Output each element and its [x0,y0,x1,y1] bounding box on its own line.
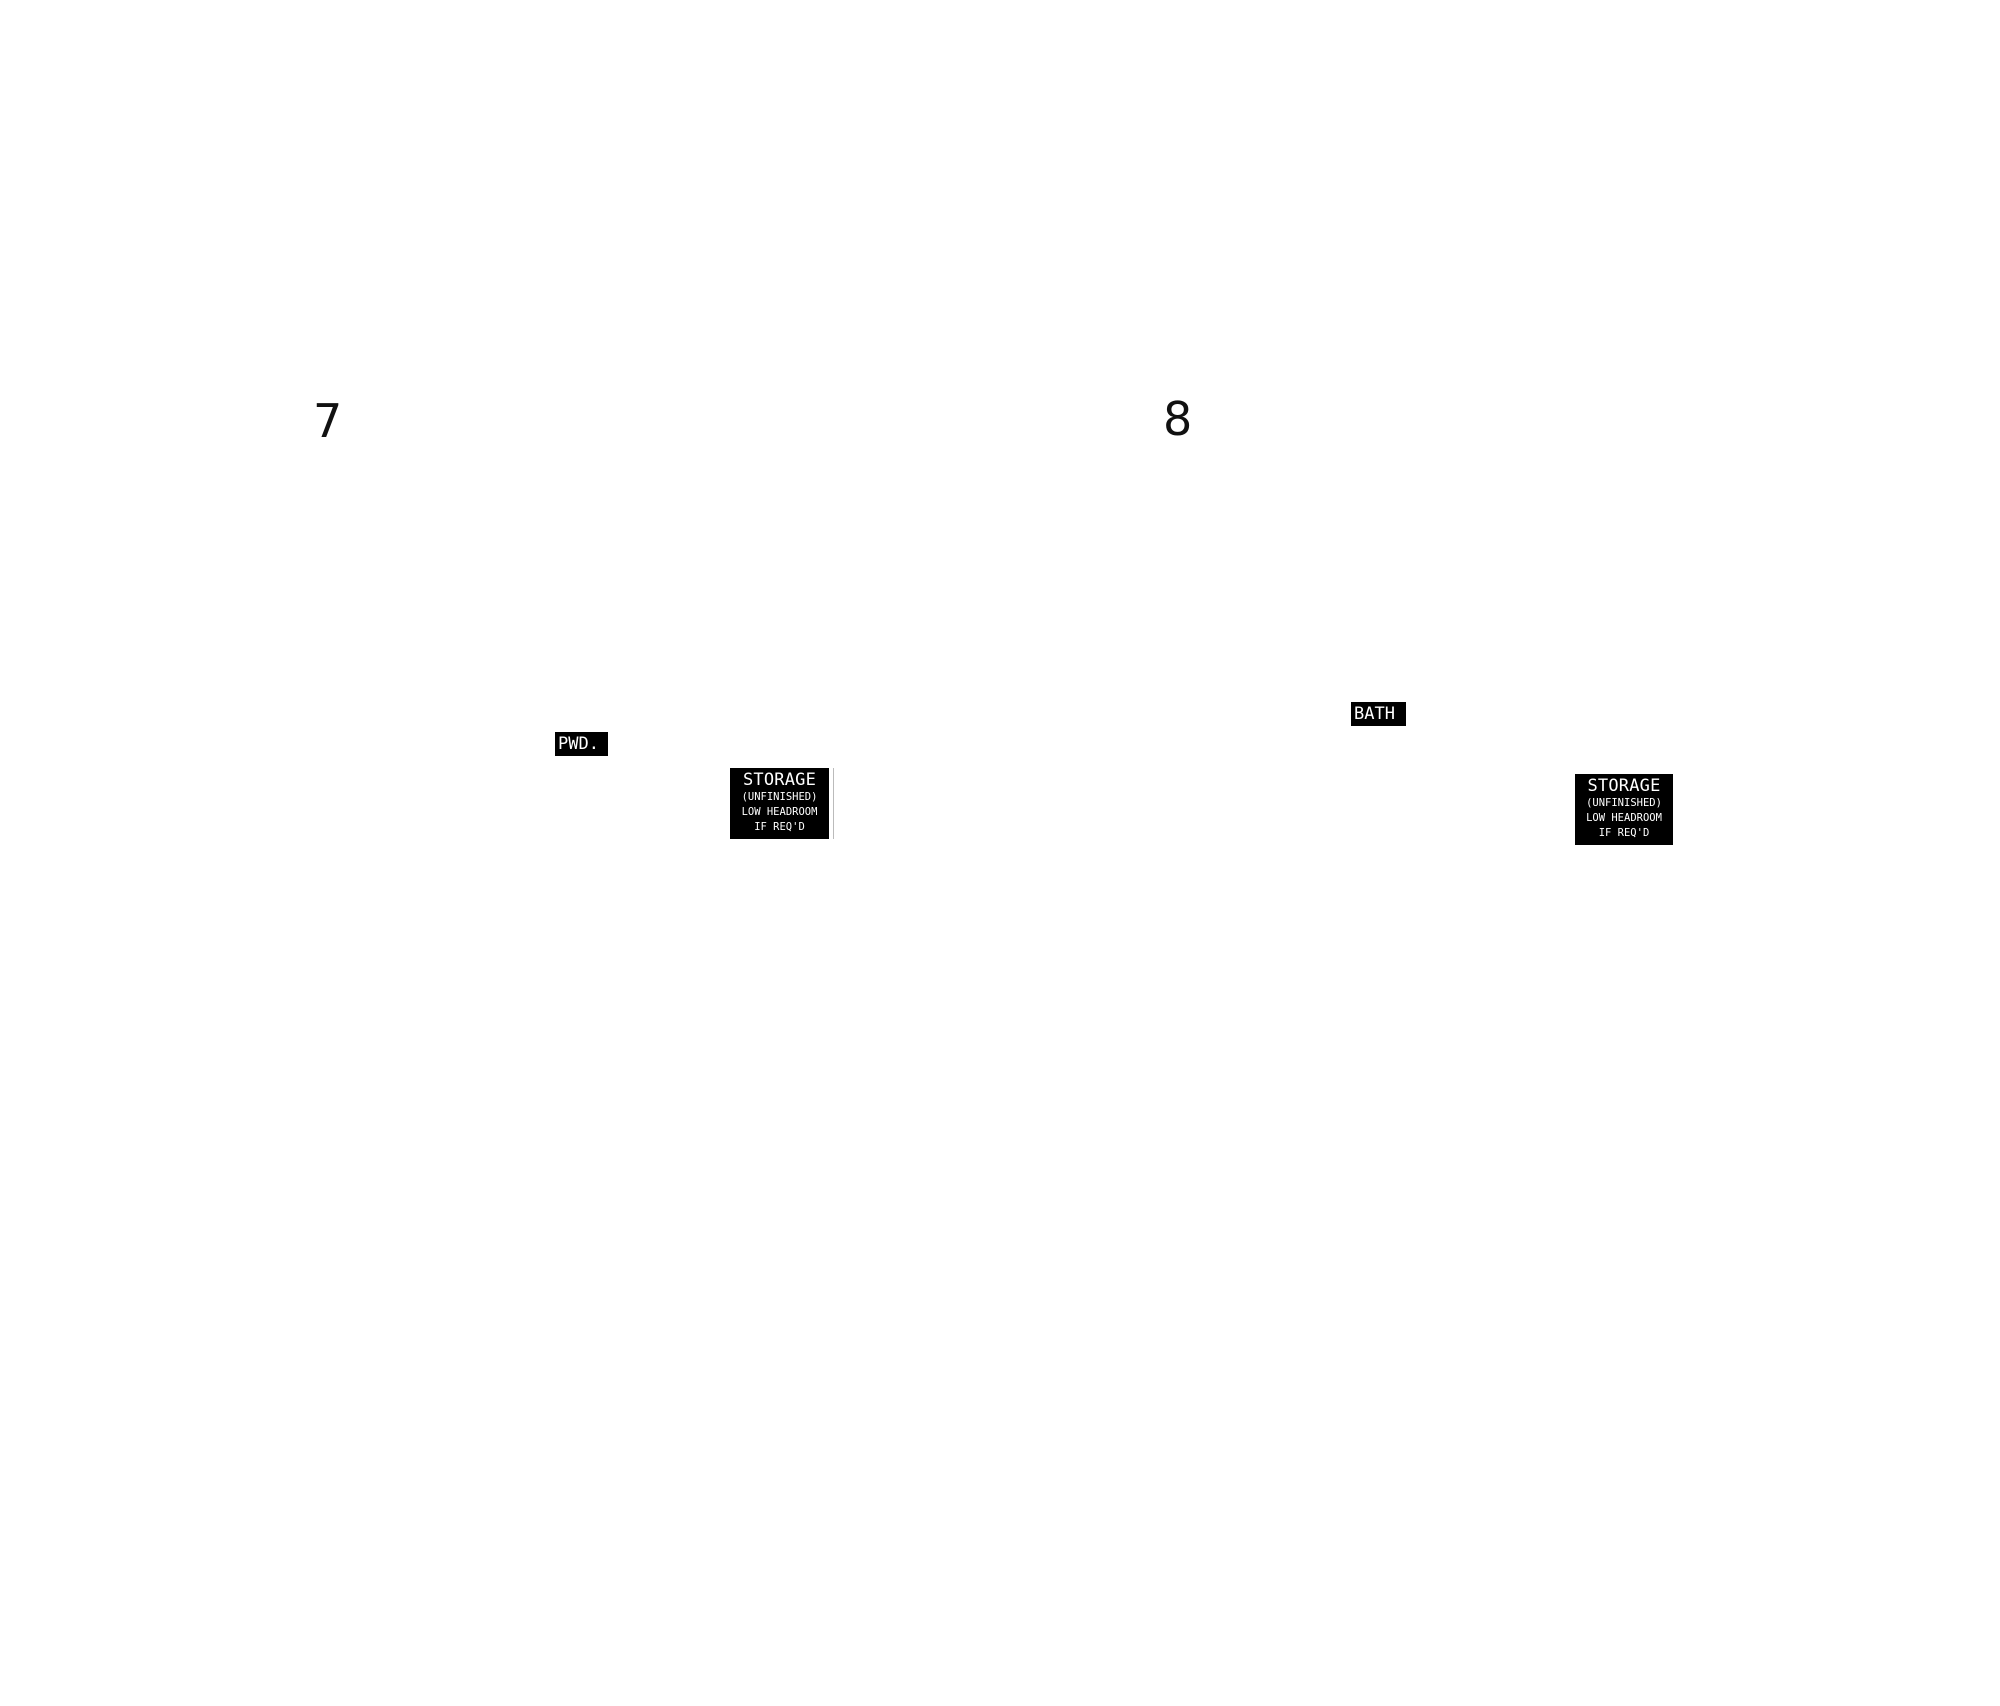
plan-number-7: 7 [313,394,343,448]
storage-note: (UNFINISHED) [741,791,818,803]
storage-headroom: LOW HEADROOM [741,806,818,818]
room-tag-bath: BATH [1351,702,1406,726]
storage-tag-frame [730,768,834,839]
storage-note: (UNFINISHED) [1586,797,1662,809]
storage-tag-plan-8: STORAGE (UNFINISHED) LOW HEADROOM IF REQ… [1575,774,1673,845]
plan-number-8: 8 [1163,392,1193,446]
storage-title: STORAGE [1587,776,1661,796]
storage-headroom: LOW HEADROOM [1586,812,1662,824]
storage-title: STORAGE [742,770,817,790]
storage-tag-plan-7: STORAGE (UNFINISHED) LOW HEADROOM IF REQ… [730,768,829,839]
room-tag-powder: PWD. [555,732,608,756]
storage-condition: IF REQ'D [754,821,805,833]
storage-condition: IF REQ'D [1598,827,1650,839]
